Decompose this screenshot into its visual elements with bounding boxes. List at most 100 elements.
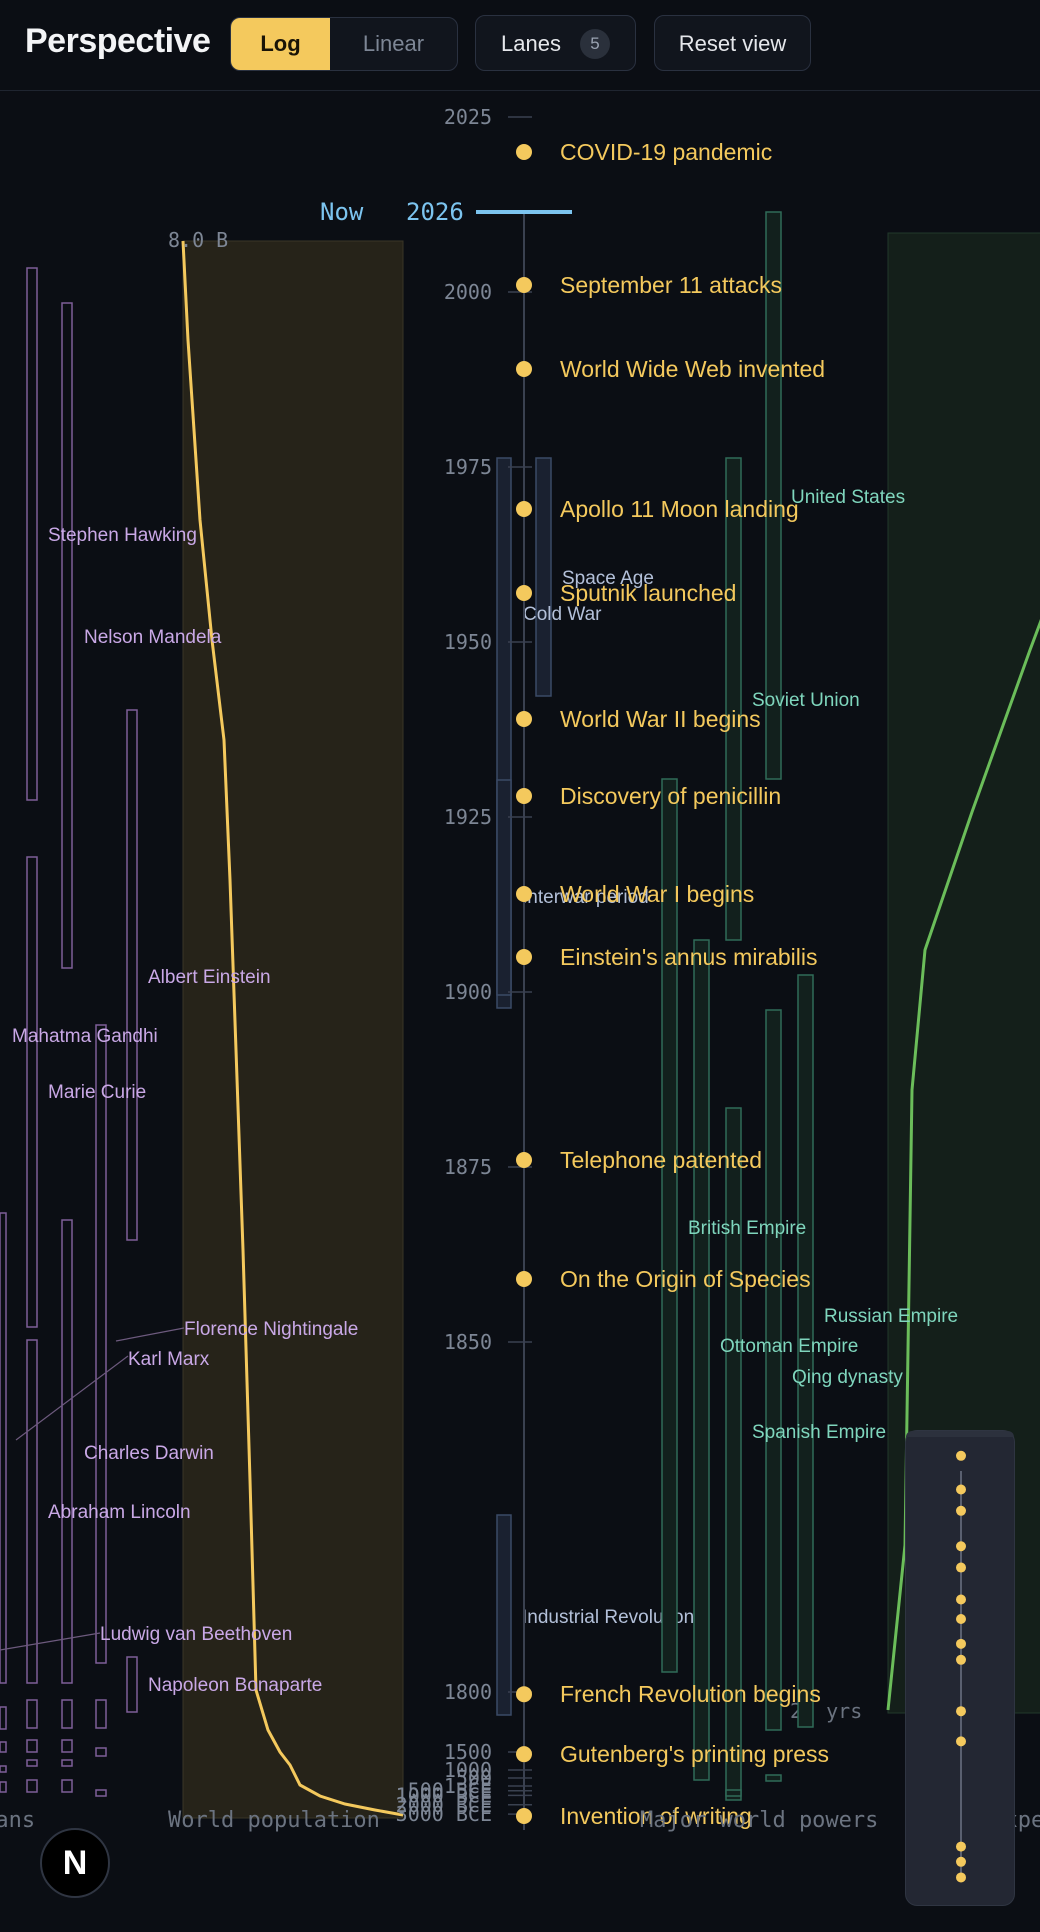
power-bar[interactable]: [765, 211, 782, 780]
era-bar[interactable]: [535, 457, 552, 697]
user-avatar[interactable]: N: [40, 1828, 110, 1898]
event-dot[interactable]: [516, 501, 532, 517]
lifespan-bar[interactable]: [0, 1781, 7, 1793]
event-dot[interactable]: [516, 144, 532, 160]
era-label[interactable]: Interwar period: [522, 887, 649, 908]
event-dot[interactable]: [516, 277, 532, 293]
event-dot[interactable]: [516, 1808, 532, 1824]
power-bar[interactable]: [725, 1789, 742, 1797]
era-bar[interactable]: [496, 779, 512, 996]
event-label[interactable]: On the Origin of Species: [560, 1266, 811, 1292]
person-label[interactable]: Florence Nightingale: [184, 1319, 358, 1340]
lanes-button[interactable]: Lanes 5: [475, 15, 636, 71]
reset-view-button[interactable]: Reset view: [654, 15, 811, 71]
power-label[interactable]: British Empire: [688, 1218, 806, 1239]
linear-scale-option[interactable]: Linear: [362, 31, 425, 56]
lifespan-bar[interactable]: [61, 1779, 73, 1793]
lanes-count-badge: 5: [580, 29, 610, 59]
lifespan-bar[interactable]: [26, 1339, 38, 1684]
minimap-event-dot: [956, 1706, 966, 1717]
event-dot[interactable]: [516, 585, 532, 601]
person-label[interactable]: Karl Marx: [128, 1349, 210, 1370]
power-label[interactable]: Soviet Union: [752, 690, 860, 711]
person-label[interactable]: Ludwig van Beethoven: [100, 1624, 292, 1645]
event-label[interactable]: Gutenberg's printing press: [560, 1741, 829, 1767]
power-bar[interactable]: [693, 939, 710, 1781]
lifespan-bar[interactable]: [0, 1741, 7, 1753]
lifespan-bar[interactable]: [0, 1212, 7, 1684]
power-label[interactable]: Spanish Empire: [752, 1422, 886, 1443]
lifespan-bar[interactable]: [26, 267, 38, 801]
event-dot[interactable]: [516, 1152, 532, 1168]
lifespan-bar[interactable]: [95, 1699, 107, 1729]
event-label[interactable]: World Wide Web invented: [560, 356, 825, 382]
power-bar[interactable]: [765, 1009, 782, 1731]
event-label[interactable]: Apollo 11 Moon landing: [560, 496, 799, 522]
power-bar[interactable]: [797, 974, 814, 1728]
event-label[interactable]: World War II begins: [560, 706, 761, 732]
lifespan-bar[interactable]: [61, 1699, 73, 1729]
person-label[interactable]: Charles Darwin: [84, 1443, 214, 1464]
person-label[interactable]: Nelson Mandela: [84, 627, 222, 648]
era-label[interactable]: Space Age: [562, 568, 654, 589]
power-bar[interactable]: [725, 457, 742, 941]
event-dot[interactable]: [516, 886, 532, 902]
event-label[interactable]: Sputnik launched: [560, 580, 736, 606]
minimap[interactable]: [905, 1430, 1015, 1906]
lifespan-bar[interactable]: [0, 1765, 7, 1773]
lifespan-bar[interactable]: [61, 302, 73, 969]
lifespan-bar[interactable]: [61, 1739, 73, 1753]
event-label[interactable]: September 11 attacks: [560, 272, 782, 298]
person-label[interactable]: Stephen Hawking: [48, 525, 197, 546]
era-bar[interactable]: [496, 1514, 512, 1716]
era-label[interactable]: Industrial Revolution: [522, 1607, 694, 1628]
lifespan-bar[interactable]: [126, 709, 138, 1241]
lifespan-bar[interactable]: [95, 1024, 107, 1664]
event-label[interactable]: French Revolution begins: [560, 1681, 821, 1707]
person-label[interactable]: Albert Einstein: [148, 967, 271, 988]
person-label[interactable]: Mahatma Gandhi: [12, 1026, 158, 1047]
lifespan-bar[interactable]: [26, 1699, 38, 1729]
event-label[interactable]: COVID-19 pandemic: [560, 139, 772, 165]
lifespan-bar[interactable]: [26, 1779, 38, 1793]
event-label[interactable]: Invention of writing: [560, 1803, 752, 1829]
power-bar[interactable]: [765, 1774, 782, 1782]
event-label[interactable]: Telephone patented: [560, 1147, 762, 1173]
lifespan-bar[interactable]: [95, 1789, 107, 1797]
person-label[interactable]: Abraham Lincoln: [48, 1502, 191, 1523]
person-label[interactable]: Napoleon Bonaparte: [148, 1675, 322, 1696]
scale-toggle[interactable]: Log Linear: [230, 17, 458, 71]
lifespan-bar[interactable]: [26, 1739, 38, 1753]
event-label[interactable]: Einstein's annus mirabilis: [560, 944, 818, 970]
event-dot[interactable]: [516, 788, 532, 804]
era-label[interactable]: Cold War: [523, 604, 602, 625]
power-bar[interactable]: [661, 778, 678, 1673]
event-label[interactable]: World War I begins: [560, 881, 754, 907]
axis-tick-label: 1800: [444, 1680, 492, 1704]
lifespan-bar[interactable]: [95, 1747, 107, 1757]
power-label[interactable]: Qing dynasty: [792, 1367, 903, 1388]
lifespan-bar[interactable]: [61, 1759, 73, 1767]
event-dot[interactable]: [516, 1686, 532, 1703]
power-label[interactable]: United States: [791, 487, 905, 508]
minimap-handle[interactable]: [906, 1431, 1014, 1437]
event-dot[interactable]: [516, 949, 532, 965]
power-label[interactable]: Ottoman Empire: [720, 1336, 858, 1357]
axis-tick-label: 500 BCE: [408, 1779, 492, 1803]
lifespan-bar[interactable]: [0, 1706, 7, 1730]
lifespan-bar[interactable]: [26, 856, 38, 1328]
event-dot[interactable]: [516, 1746, 532, 1763]
log-scale-option[interactable]: Log: [231, 18, 330, 70]
lifespan-bar[interactable]: [126, 1656, 138, 1713]
lifespan-bar[interactable]: [61, 1219, 73, 1684]
event-dot[interactable]: [516, 1271, 532, 1287]
power-bar[interactable]: [725, 1107, 742, 1801]
person-label[interactable]: Marie Curie: [48, 1082, 146, 1103]
lifespan-bar[interactable]: [26, 1759, 38, 1767]
event-dot[interactable]: [516, 361, 532, 377]
event-label[interactable]: Discovery of penicillin: [560, 783, 781, 809]
event-dot[interactable]: [516, 711, 532, 727]
power-label[interactable]: Russian Empire: [824, 1306, 958, 1327]
axis-tick-label: 1950: [444, 630, 492, 654]
